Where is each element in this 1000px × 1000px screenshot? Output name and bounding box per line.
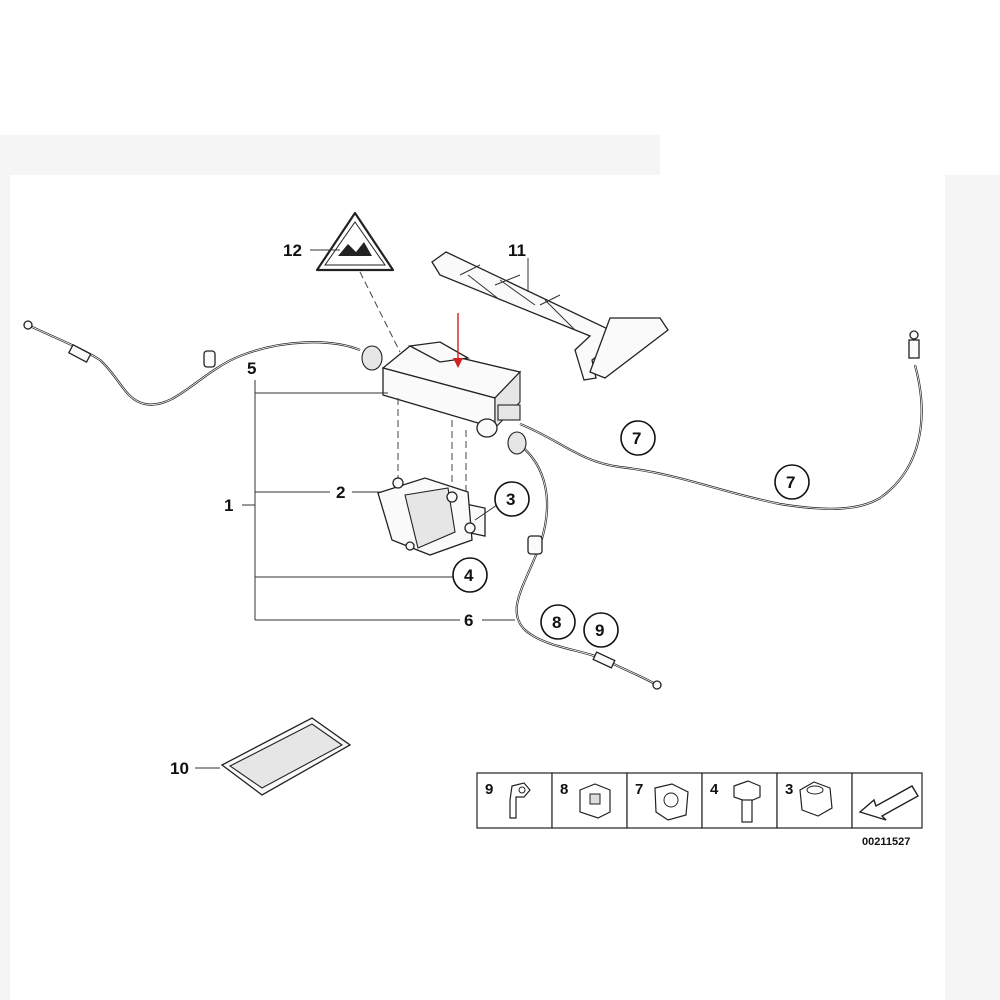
legend-num-4: 4 bbox=[710, 781, 719, 798]
callout-4: 4 bbox=[464, 566, 474, 585]
callout-2: 2 bbox=[336, 483, 345, 502]
diagram-code: 00211527 bbox=[862, 836, 910, 848]
callout-7a: 7 bbox=[632, 429, 641, 448]
cable-clip-icon bbox=[509, 782, 531, 819]
cable-right bbox=[519, 330, 923, 510]
cable-down bbox=[507, 431, 662, 690]
callout-7b-circle: 7 bbox=[774, 464, 810, 500]
hex-bolt-icon bbox=[733, 780, 761, 823]
hex-nut-icon bbox=[799, 781, 833, 817]
emergency-release-lever bbox=[431, 251, 669, 381]
callout-12: 12 bbox=[283, 241, 302, 260]
holder-clip-icon bbox=[579, 783, 611, 819]
callout-11: 11 bbox=[508, 241, 526, 260]
cable-clamp-icon bbox=[654, 783, 689, 821]
parking-brake-actuator bbox=[381, 341, 522, 537]
callout-5: 5 bbox=[247, 359, 256, 378]
legend-num-5: 3 bbox=[785, 781, 793, 798]
legend-num-1: 9 bbox=[485, 781, 493, 798]
callout-6: 6 bbox=[464, 611, 473, 630]
callout-4-circle: 4 bbox=[452, 557, 488, 593]
legend-num-3: 7 bbox=[635, 781, 643, 798]
callout-8: 8 bbox=[552, 613, 561, 632]
callout-10: 10 bbox=[170, 759, 189, 778]
warning-label-triangle bbox=[315, 211, 395, 272]
callout-7b: 7 bbox=[786, 473, 795, 492]
legend-num-2: 8 bbox=[560, 781, 568, 798]
parts-legend: 9 8 7 4 3 bbox=[476, 772, 923, 829]
mounting-bracket bbox=[377, 477, 476, 556]
callout-1: 1 bbox=[224, 496, 233, 515]
callout-9: 9 bbox=[595, 621, 604, 640]
highlight-arrow bbox=[453, 313, 463, 368]
callout-3-circle: 3 bbox=[494, 481, 530, 517]
callout-9-circle: 9 bbox=[583, 612, 619, 648]
background-frame-right bbox=[945, 175, 1000, 1000]
callout-3: 3 bbox=[506, 490, 515, 509]
callout-8-circle: 8 bbox=[540, 604, 576, 640]
cable-left bbox=[23, 320, 383, 406]
background-frame-top bbox=[0, 135, 660, 175]
grease-packet bbox=[220, 717, 352, 796]
background-frame-left bbox=[0, 175, 10, 1000]
callout-7a-circle: 7 bbox=[620, 420, 656, 456]
direction-arrow-icon bbox=[858, 785, 919, 821]
